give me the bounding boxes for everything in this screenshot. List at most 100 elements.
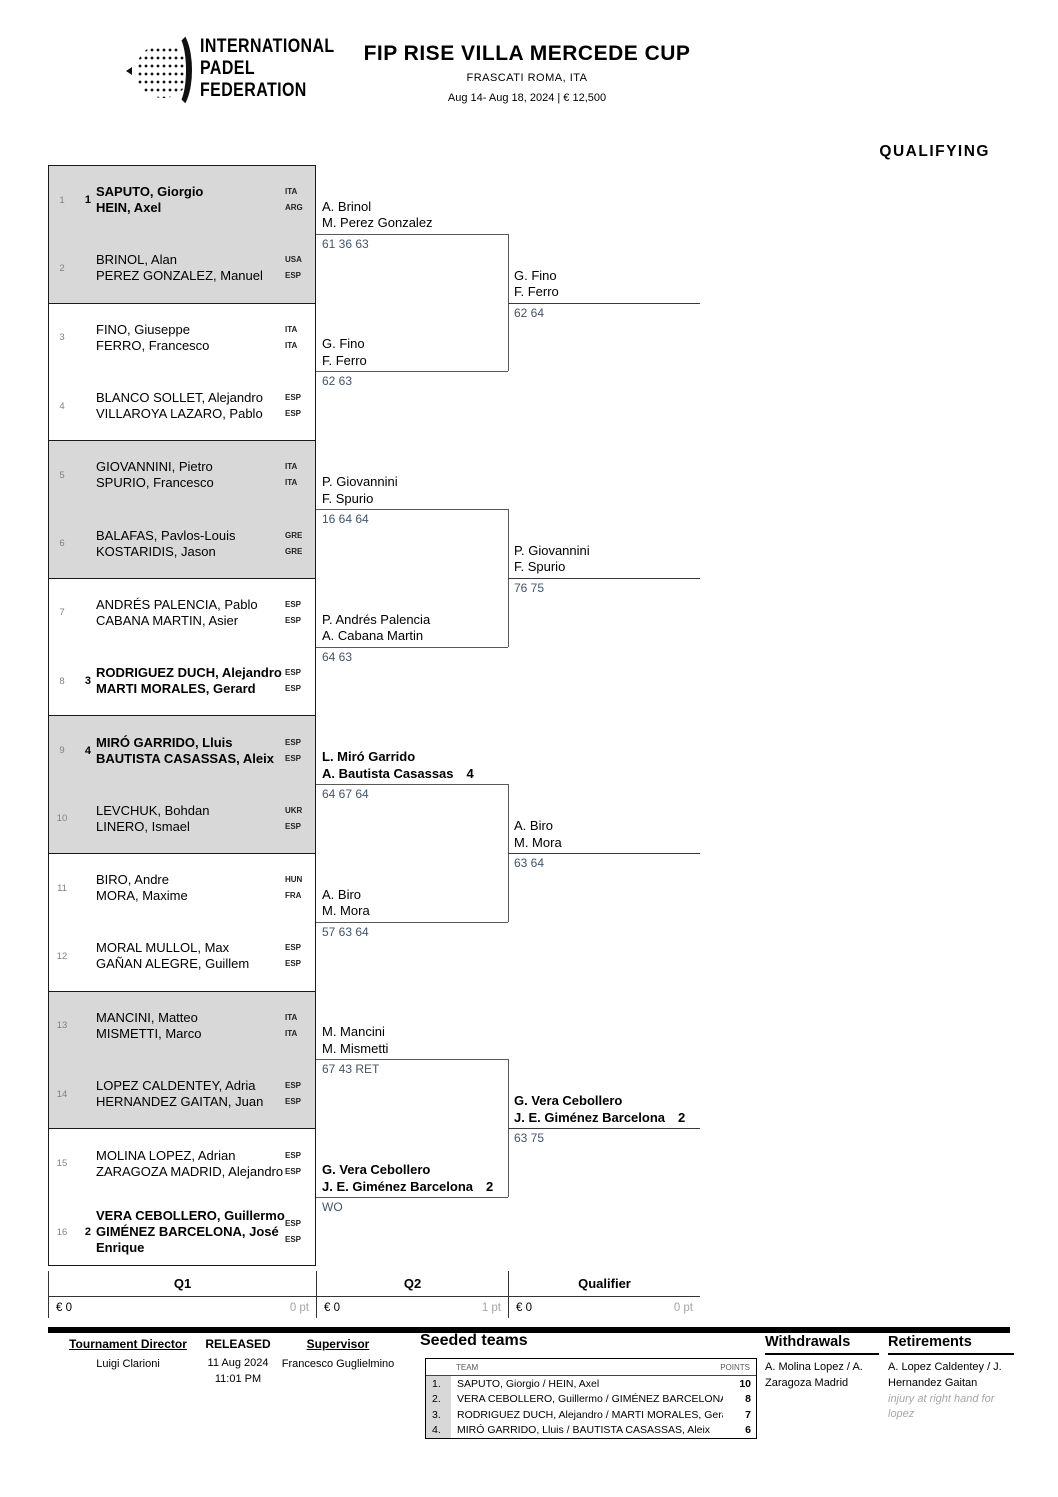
draw-position: 1 <box>59 194 65 206</box>
winner-player-name: G. Vera Cebollero <box>514 1093 623 1109</box>
country-codes: ESP ESP <box>285 940 311 972</box>
qualifier-winner-line <box>508 302 700 304</box>
country-code: ITA <box>285 478 298 488</box>
bracket-connector <box>508 784 509 922</box>
country-code: ESP <box>285 684 302 694</box>
winner-player-name: P. Andrés Palencia <box>322 611 431 627</box>
draw-position: 6 <box>59 538 65 550</box>
seeded-rank: 2. <box>426 1391 451 1407</box>
qualifier-winner-score: 62 64 <box>514 305 545 320</box>
qualifier-winner-score: 63 64 <box>514 856 545 870</box>
seeded-team-row: 4.MIRÓ GARRIDO, Lluis / BAUTISTA CASASSA… <box>426 1422 756 1438</box>
winner-player-name: A. Biro <box>514 818 554 833</box>
seeded-team-name: RODRIGUEZ DUCH, Alejandro / MARTI MORALE… <box>457 1408 723 1421</box>
country-code: ESP <box>285 1081 302 1090</box>
player-name: LINERO, Ismael <box>96 818 190 834</box>
country-code: GRE <box>285 530 303 540</box>
winner-player-name: F. Spurio <box>514 559 566 575</box>
country-code: ESP <box>285 959 302 969</box>
player-name: MISMETTI, Marco <box>96 1025 202 1041</box>
qualifier-winner-score: 76 75 <box>514 580 545 595</box>
divider-bar <box>48 1327 1010 1333</box>
logo-word-line: PADEL <box>200 58 256 79</box>
winner-player-name: M. Mismetti <box>322 1040 389 1056</box>
seed-number: 4 <box>84 744 91 757</box>
winner-player-name: M. Mora <box>514 834 562 850</box>
seed-number: 1 <box>84 194 91 207</box>
country-code: ITA <box>285 1012 298 1022</box>
logo-word-line: FEDERATION <box>200 80 307 101</box>
country-code: ESP <box>285 1219 302 1229</box>
draw-position: 14 <box>56 1088 68 1100</box>
country-code: HUN <box>285 875 303 885</box>
round2-winner-score: 61 36 63 <box>322 236 369 251</box>
player-name: MORAL MULLOL, Max <box>96 940 230 956</box>
player-name: ANDRÉS PALENCIA, Pablo <box>96 596 258 612</box>
country-codes: GRE GRE <box>285 528 311 560</box>
player-name: MANCINI, Matteo <box>96 1009 198 1025</box>
withdrawal-entry: A. Molina Lopez / A. Zaragoza Madrid <box>765 1361 863 1389</box>
player-name: PEREZ GONZALEZ, Manuel <box>96 268 263 284</box>
country-code: ESP <box>285 271 302 281</box>
country-code: ESP <box>285 393 302 403</box>
country-code: ESP <box>285 943 302 953</box>
winner-player-name: P. Giovannini <box>514 542 590 558</box>
seeded-rank: 3. <box>426 1407 451 1423</box>
round-points: 0 pt <box>289 1301 309 1314</box>
qualifier-winner-line <box>508 853 700 854</box>
winner-player-name: A. Biro <box>322 886 362 902</box>
player-name: GIMÉNEZ BARCELONA, José Enrique <box>96 1224 279 1256</box>
country-code: ESP <box>285 821 302 831</box>
country-code: GRE <box>285 546 303 556</box>
player-name: VERA CEBOLLERO, Guillermo <box>96 1208 285 1224</box>
withdrawals-block: Withdrawals A. Molina Lopez / A. Zaragoz… <box>765 1334 879 1391</box>
country-code: ESP <box>285 753 302 763</box>
draw-position: 8 <box>59 675 65 687</box>
player-name: VILLAROYA LAZARO, Pablo <box>96 406 263 422</box>
supervisor-block: Supervisor Francesco Guglielmino <box>270 1337 406 1372</box>
winner-player-name: M. Mora <box>322 903 370 919</box>
country-code: ESP <box>285 615 302 625</box>
seeded-rank: 4. <box>426 1422 451 1438</box>
round-label: Q2 <box>317 1271 508 1297</box>
qualifier-winner-line <box>508 577 700 579</box>
tournament-director-block: Tournament Director Luigi Clarioni <box>48 1337 208 1372</box>
winner-player-name: G. Fino <box>322 336 365 352</box>
seeded-col-team: TEAM <box>456 1362 479 1372</box>
seed-number: 3 <box>84 675 91 688</box>
country-code: ESP <box>285 1097 302 1106</box>
player-name: FINO, Giuseppe <box>96 321 190 337</box>
winner-player-name: M. Perez Gonzalez <box>322 215 433 231</box>
round2-winner-line <box>316 1059 508 1061</box>
player-name: KOSTARIDIS, Jason <box>96 543 216 559</box>
released-date: 11 Aug 2024 <box>207 1357 269 1369</box>
draw-position: 3 <box>59 332 65 344</box>
